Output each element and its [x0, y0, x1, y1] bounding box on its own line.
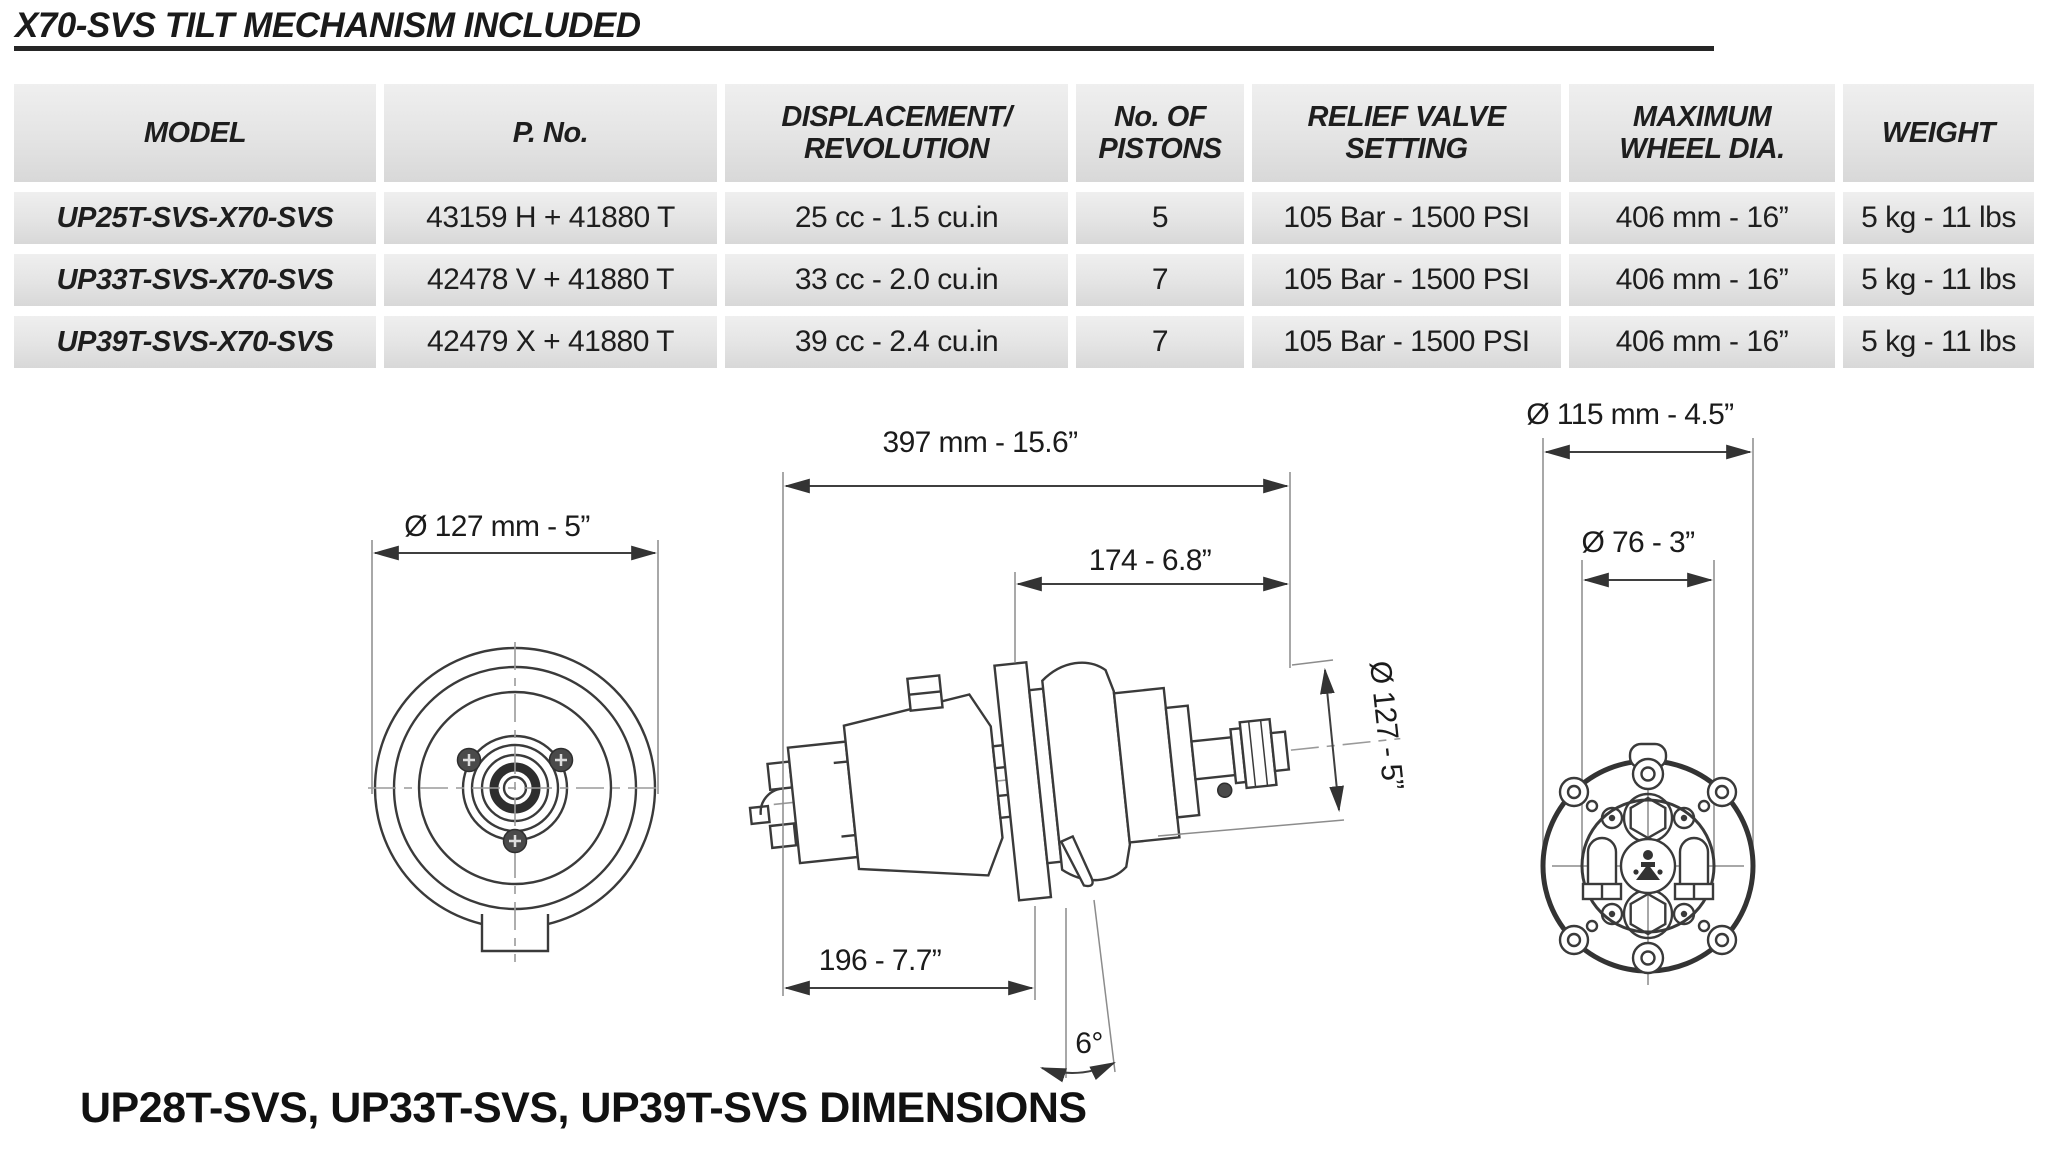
col-header-displacement: DISPLACEMENT/ REVOLUTION: [725, 84, 1068, 182]
table-cell-pno: 43159 H + 41880 T: [384, 192, 717, 244]
table-cell-weight: 5 kg - 11 lbs: [1843, 192, 2034, 244]
table-cell-relief: 105 Bar - 1500 PSI: [1252, 254, 1561, 306]
table-cell-model: UP39T-SVS-X70-SVS: [14, 316, 376, 368]
spec-table: MODEL P. No. DISPLACEMENT/ REVOLUTION No…: [14, 84, 2034, 368]
col-header-weight: WEIGHT: [1843, 84, 2034, 182]
table-cell-wheel: 406 mm - 16”: [1569, 254, 1835, 306]
front-bolt: [548, 747, 574, 773]
title-underline: [14, 46, 1714, 51]
side-diameter-label: Ø 127 - 5”: [1363, 659, 1409, 791]
side-view-drawing: 397 mm - 15.6” 174 - 6.8” 196 - 7.7” 6° …: [748, 426, 1409, 1083]
table-cell-weight: 5 kg - 11 lbs: [1843, 254, 2034, 306]
mount-tab: [480, 914, 550, 953]
front-view-drawing: Ø 127 mm - 5”: [368, 510, 662, 962]
back-bolt-circle-diameter-label: Ø 76 - 3”: [1582, 526, 1695, 559]
table-cell-pistons: 5: [1076, 192, 1244, 244]
bypass-lever: [1059, 834, 1094, 888]
col-header-relief-valve: RELIEF VALVE SETTING: [1252, 84, 1561, 182]
page-title: X70-SVS TILT MECHANISM INCLUDED: [15, 6, 641, 45]
table-cell-weight: 5 kg - 11 lbs: [1843, 316, 2034, 368]
table-cell-model: UP33T-SVS-X70-SVS: [14, 254, 376, 306]
table-cell-wheel: 406 mm - 16”: [1569, 316, 1835, 368]
brand-emblem: [1619, 837, 1677, 895]
hose-ports: [1581, 836, 1715, 901]
table-cell-displacement: 33 cc - 2.0 cu.in: [725, 254, 1068, 306]
table-cell-relief: 105 Bar - 1500 PSI: [1252, 316, 1561, 368]
table-cell-pistons: 7: [1076, 254, 1244, 306]
table-cell-pistons: 7: [1076, 316, 1244, 368]
side-overall-length-label: 397 mm - 15.6”: [882, 426, 1077, 459]
side-view-pump-body: [748, 660, 1401, 902]
col-header-part-number: P. No.: [384, 84, 717, 182]
table-cell-wheel: 406 mm - 16”: [1569, 192, 1835, 244]
col-header-model: MODEL: [14, 84, 376, 182]
col-header-wheel-dia: MAXIMUM WHEEL DIA.: [1569, 84, 1835, 182]
table-cell-model: UP25T-SVS-X70-SVS: [14, 192, 376, 244]
col-header-pistons: No. OF PISTONS: [1076, 84, 1244, 182]
side-upper-length-label: 174 - 6.8”: [1089, 544, 1211, 577]
table-cell-displacement: 39 cc - 2.4 cu.in: [725, 316, 1068, 368]
table-cell-pno: 42479 X + 41880 T: [384, 316, 717, 368]
front-bolt: [502, 828, 528, 854]
side-tilt-angle-label: 6°: [1075, 1027, 1102, 1060]
flange-screws: [1558, 776, 1738, 956]
side-lower-length-label: 196 - 7.7”: [819, 944, 941, 977]
front-diameter-label: Ø 127 mm - 5”: [404, 510, 590, 543]
table-cell-pno: 42478 V + 41880 T: [384, 254, 717, 306]
back-flange-diameter-label: Ø 115 mm - 4.5”: [1526, 398, 1733, 431]
table-cell-displacement: 25 cc - 1.5 cu.in: [725, 192, 1068, 244]
table-cell-relief: 105 Bar - 1500 PSI: [1252, 192, 1561, 244]
back-view-drawing: Ø 115 mm - 4.5” Ø 76 - 3”: [1526, 398, 1756, 985]
front-bolt: [456, 747, 482, 773]
dimensions-caption: UP28T-SVS, UP33T-SVS, UP39T-SVS DIMENSIO…: [80, 1084, 1087, 1132]
